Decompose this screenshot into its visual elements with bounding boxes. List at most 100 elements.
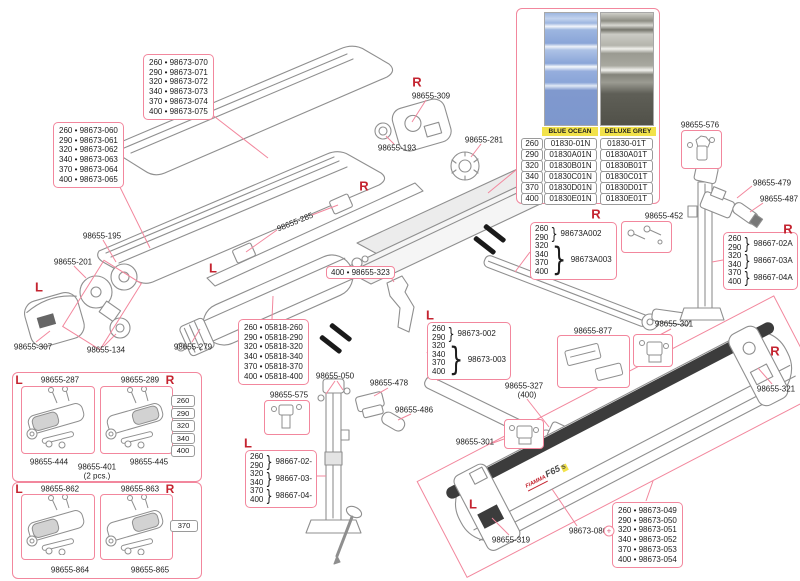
parts-list-leg-right: 260 290 } 98667-02A 320 340 } 98667-03A … bbox=[723, 232, 798, 290]
part-label-arm-foot-bracket: 98655-478 bbox=[369, 378, 409, 388]
part-number: 98667-04A bbox=[753, 273, 793, 283]
part-number: 98667-03- bbox=[275, 474, 313, 484]
bracket-part-drawing bbox=[639, 340, 669, 363]
size: 320 bbox=[432, 341, 446, 351]
list-item: 370 • 98673-064 bbox=[59, 164, 118, 174]
part-label-lead-bracket-left: 98655-301 bbox=[455, 437, 495, 447]
clamp-part-drawing bbox=[26, 386, 85, 449]
list-item: 290 • 98673-071 bbox=[149, 67, 208, 77]
clamp-assembly-box bbox=[100, 386, 173, 454]
list-item: 260 • 98673-070 bbox=[149, 58, 208, 67]
brace: } bbox=[743, 267, 752, 287]
list-item: 370 • 98673-053 bbox=[618, 544, 677, 554]
part-label-arm-pin: 98655-486 bbox=[394, 405, 434, 415]
size: 290 bbox=[432, 332, 446, 342]
part-label-pin-top-right: 98655-487 bbox=[759, 194, 799, 204]
part-number: 98673-002 bbox=[457, 329, 496, 339]
part-label: 98655-865 bbox=[130, 565, 170, 575]
right-marker: R bbox=[165, 482, 175, 496]
size: 400 bbox=[535, 266, 549, 276]
size: 260 bbox=[535, 224, 549, 233]
fabric-code-blue: 01830D01N bbox=[544, 182, 597, 194]
clamp-assembly-box bbox=[100, 494, 173, 560]
part-label-crank-gear: 98655-134 bbox=[86, 345, 126, 355]
list-item: 340 • 98673-052 bbox=[618, 535, 677, 545]
left-marker: L bbox=[244, 435, 252, 451]
fabric-color-table: BLUE OCEAN DELUXE GREY 260 01830-01N 018… bbox=[516, 8, 660, 205]
clip-part-drawing bbox=[564, 343, 624, 381]
left-marker: L bbox=[15, 482, 23, 496]
left-marker: L bbox=[35, 279, 43, 295]
list-item: 320 • 05818-320 bbox=[244, 342, 303, 352]
size-column: 260 290 320 340 400 bbox=[171, 395, 195, 457]
fabric-code-grey: 01830A01T bbox=[600, 149, 653, 161]
size: 260 bbox=[728, 234, 742, 243]
list-item: 320 • 98673-051 bbox=[618, 525, 677, 535]
end-cap-left-drawing bbox=[23, 292, 85, 348]
fabric-code-blue: 01830E01N bbox=[544, 193, 597, 205]
size: 320 bbox=[250, 469, 264, 479]
size: 320 bbox=[535, 241, 549, 251]
size: 400 bbox=[250, 494, 264, 504]
lead-bracket-box-left bbox=[504, 419, 544, 449]
size: 400 bbox=[728, 276, 742, 286]
part-label-cover-disc: 98655-195 bbox=[82, 231, 122, 241]
part-label-clip: 98655-877 bbox=[573, 326, 613, 336]
size-badge: 340 bbox=[171, 432, 195, 444]
bracket-part-drawing bbox=[687, 135, 715, 161]
fabric-column-blue-ocean: BLUE OCEAN bbox=[542, 127, 598, 136]
part-label-lead-cap-left: 98655-319 bbox=[491, 535, 531, 545]
cover-disc-drawing bbox=[110, 263, 138, 291]
part-label: 98655-401 bbox=[77, 462, 117, 472]
part-label-bushing: 98655-193 bbox=[377, 143, 417, 153]
brace: } bbox=[449, 340, 464, 379]
size-badge: 320 bbox=[171, 420, 195, 432]
left-marker: L bbox=[426, 307, 434, 323]
part-label-lead-cap-right: 98655-321 bbox=[756, 384, 796, 394]
list-item: 370 • 05818-370 bbox=[244, 361, 303, 371]
list-item: 400 • 05818-400 bbox=[244, 371, 303, 381]
screws-part-drawing bbox=[627, 225, 663, 245]
support-leg-left-drawing bbox=[305, 378, 362, 534]
leg-top-bracket-box bbox=[264, 400, 310, 435]
clip-box bbox=[557, 335, 630, 388]
size: 340 bbox=[250, 477, 264, 487]
size: 340 bbox=[432, 349, 446, 359]
fabric-code-grey: 01830E01T bbox=[600, 193, 653, 205]
part-label-screw-set: 98655-452 bbox=[644, 211, 684, 221]
fabric-size: 400 bbox=[521, 193, 543, 205]
roller-end-drawing bbox=[179, 317, 215, 357]
upper-bracket-box bbox=[681, 130, 722, 169]
parts-list-arm-right: 260 290 } 98673A002 320 340 370 400 } 98… bbox=[530, 222, 617, 280]
part-label-knob: 98655-281 bbox=[464, 135, 504, 145]
bracket-part-drawing bbox=[509, 425, 539, 445]
brace: } bbox=[743, 250, 752, 270]
brace: } bbox=[265, 451, 274, 471]
roller-cap-right-drawing bbox=[391, 98, 452, 152]
part-number: 98667-02- bbox=[275, 457, 313, 467]
wall-bracket-drawing bbox=[386, 275, 415, 333]
support-rail-drawing bbox=[206, 182, 424, 287]
list-item: 370 • 98673-074 bbox=[149, 96, 208, 106]
right-marker: R bbox=[412, 74, 422, 90]
size: 340 bbox=[535, 249, 549, 259]
list-item: 260 • 98673-049 bbox=[618, 506, 677, 515]
fabric-size: 370 bbox=[521, 182, 543, 194]
part-number: 98673A002 bbox=[560, 229, 602, 239]
right-marker: R bbox=[591, 206, 601, 222]
part-number: 98667-02A bbox=[753, 239, 793, 249]
part-label-lead-profile: 98673-086 bbox=[568, 526, 608, 536]
clamp-part-drawing bbox=[105, 494, 164, 556]
clamp-part-drawing bbox=[105, 386, 164, 449]
fabric-size: 320 bbox=[521, 160, 543, 172]
plus-symbol: + bbox=[603, 525, 615, 537]
fabric-code-grey: 01830C01T bbox=[600, 171, 653, 183]
right-marker: R bbox=[359, 178, 369, 194]
size: 400 bbox=[432, 366, 446, 376]
parts-list-arm-left: 260 290 } 98673-002 320 340 370 400 } 98… bbox=[427, 322, 511, 380]
clamp-title: 98655-863 bbox=[120, 484, 160, 494]
part-qty: (2 pcs.) bbox=[83, 471, 111, 481]
part-label: 98655-444 bbox=[29, 457, 69, 467]
fabric-size: 340 bbox=[521, 171, 543, 183]
